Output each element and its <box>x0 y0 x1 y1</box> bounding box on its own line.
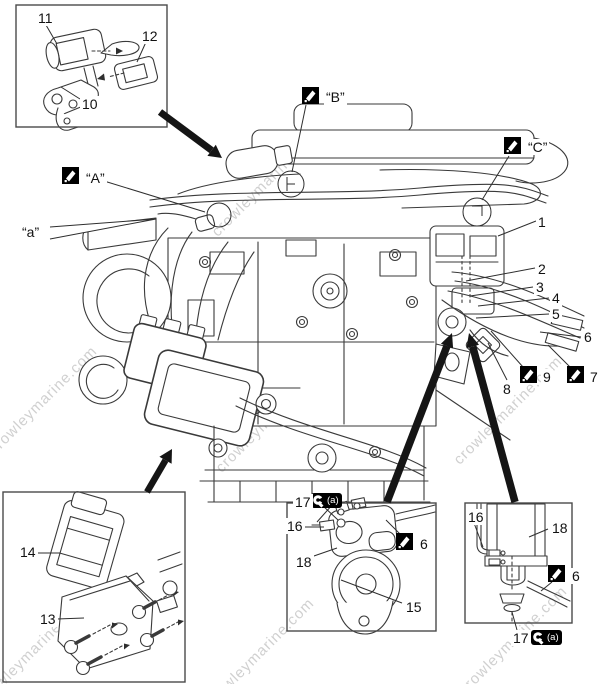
callout-2: 2 <box>536 261 548 277</box>
callout-18-right: 18 <box>550 520 570 536</box>
inset-boxes <box>2 4 573 683</box>
sealant-brush-icon <box>548 565 565 582</box>
sealant-brush-icon <box>62 167 79 184</box>
inset-box-bottom-center <box>286 502 437 632</box>
callout-17-center: 17 <box>293 494 313 510</box>
callout-15: 15 <box>404 599 424 615</box>
callout-3: 3 <box>534 279 546 295</box>
callout-6-right: 6 <box>570 568 582 584</box>
callout-9: 9 <box>541 369 553 385</box>
callout-6: 6 <box>582 329 594 345</box>
callout-16-center: 16 <box>285 518 305 534</box>
callout-A: “A” <box>84 170 107 186</box>
sealant-brush-icon <box>302 87 319 104</box>
inset-box-bottom-left <box>2 491 186 683</box>
callout-a-small: “a” <box>20 224 42 240</box>
inset-box-bottom-right <box>464 502 573 624</box>
callout-B: “B” <box>324 89 347 105</box>
inset-bottom-right-drawing <box>476 503 571 622</box>
torque-wrench-icon: (a) <box>311 493 342 508</box>
callout-C: “C” <box>526 139 550 155</box>
torque-wrench-icon: (a) <box>531 630 562 645</box>
sealant-brush-icon <box>520 366 537 383</box>
callout-13: 13 <box>38 611 58 627</box>
torque-ref-label: (a) <box>547 631 559 643</box>
callout-1: 1 <box>536 214 548 230</box>
engine-drawing <box>78 103 585 503</box>
inset-bottom-center-drawing <box>311 497 436 635</box>
inset-top-left-drawing <box>43 28 159 131</box>
leader-lines <box>38 24 582 631</box>
callout-12: 12 <box>140 28 160 44</box>
callout-11: 11 <box>36 10 55 26</box>
callout-10: 10 <box>80 96 100 112</box>
torque-ref-label: (a) <box>327 494 339 506</box>
callout-6-center: 6 <box>418 536 430 552</box>
callout-18-center: 18 <box>294 554 314 570</box>
inset-box-top-left <box>15 4 168 128</box>
pointer-arrows <box>144 109 519 504</box>
callout-16-right: 16 <box>466 509 486 525</box>
callout-5: 5 <box>550 306 562 322</box>
callout-8: 8 <box>501 381 513 397</box>
callout-7: 7 <box>588 369 600 385</box>
callout-4: 4 <box>550 290 562 306</box>
callout-14: 14 <box>18 544 38 560</box>
sealant-brush-icon <box>504 137 521 154</box>
sealant-brush-icon <box>567 366 584 383</box>
inset-bottom-left-drawing <box>46 491 184 676</box>
sealant-brush-icon <box>396 533 413 550</box>
callout-17-right: 17 <box>511 630 531 646</box>
